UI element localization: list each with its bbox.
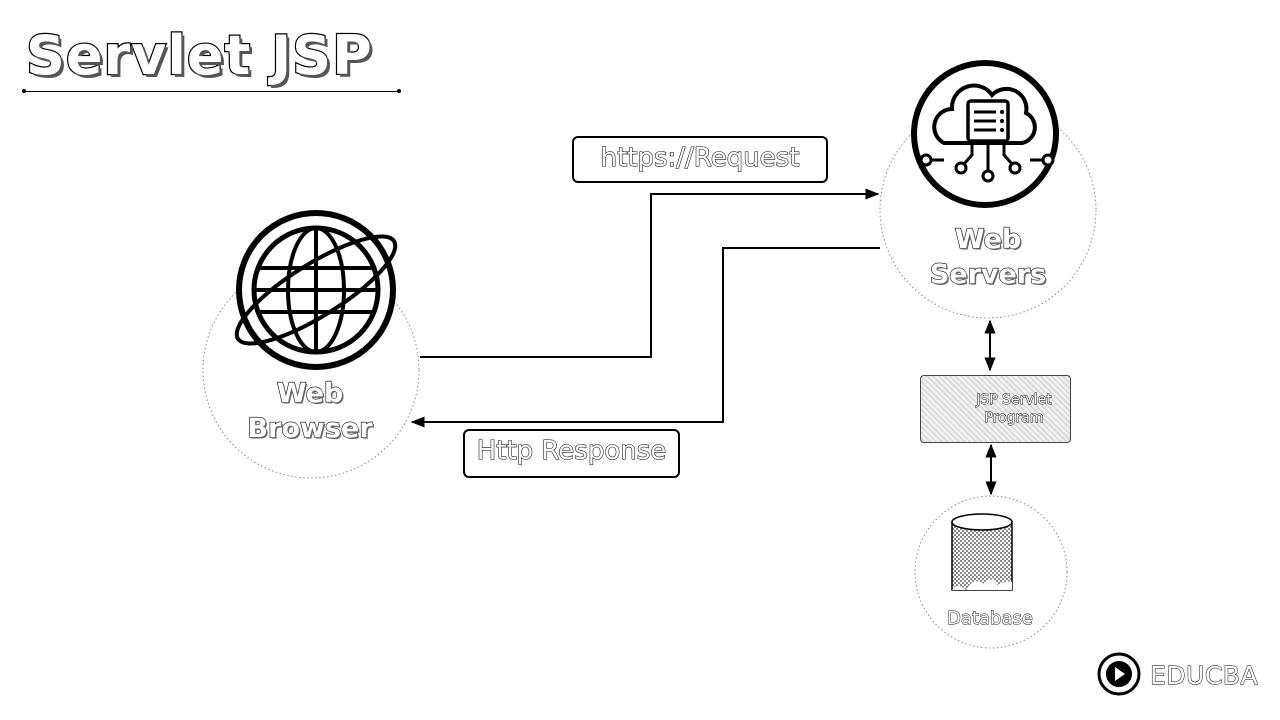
page-title: Servlet JSP xyxy=(25,23,373,88)
browser-label-line2: Browser xyxy=(247,412,373,444)
browser-label: Web Browser xyxy=(220,376,400,446)
brand-name: EDUCBA xyxy=(1149,661,1259,691)
request-arrow xyxy=(420,188,880,358)
browser-label-line1: Web xyxy=(276,377,344,409)
server-label-line2: Servers xyxy=(929,258,1047,290)
response-arrow xyxy=(410,247,880,428)
globe-icon xyxy=(234,210,398,370)
cloud-server-icon xyxy=(911,60,1059,208)
database-cylinder-icon xyxy=(951,513,1013,591)
title-underline xyxy=(22,89,401,93)
request-label: https://Request xyxy=(572,136,828,183)
response-label: Http Response xyxy=(463,429,680,478)
program-node xyxy=(920,375,1071,443)
database-node-circle xyxy=(914,495,1068,649)
program-label: JSP Servlet Program xyxy=(976,392,1052,427)
educba-logo-icon xyxy=(1097,652,1141,696)
server-label-line1: Web xyxy=(954,223,1022,255)
database-label: Database xyxy=(947,608,1034,630)
server-label: Web Servers xyxy=(898,222,1078,292)
